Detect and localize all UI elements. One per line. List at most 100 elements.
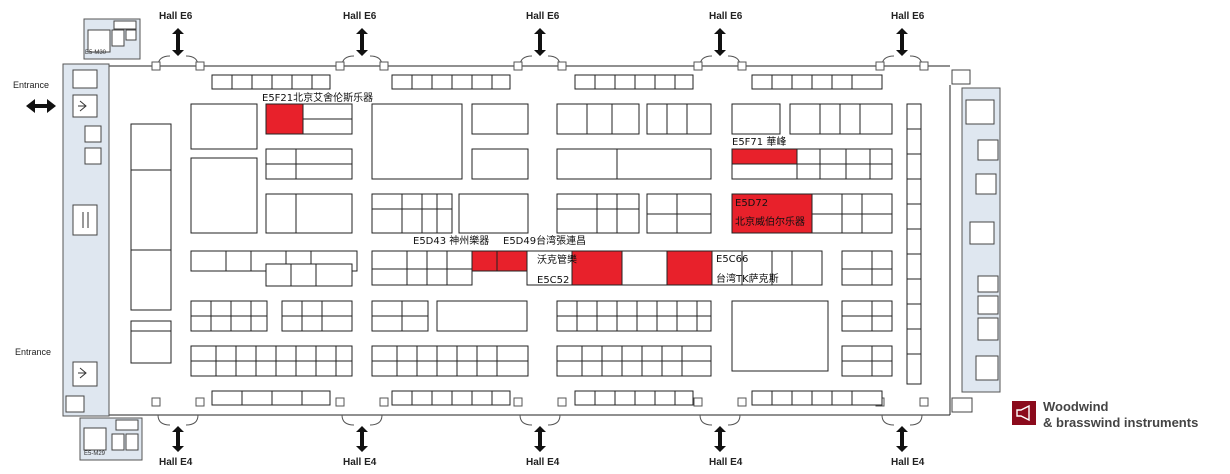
booth-outline <box>711 250 823 286</box>
double-arrow-icon <box>714 426 726 452</box>
booth-e5d49 <box>496 250 528 272</box>
booth-block <box>265 263 353 287</box>
booth-outline <box>906 103 922 385</box>
booth-block <box>556 193 640 234</box>
booth-outline <box>731 103 781 135</box>
booth-block <box>391 74 511 90</box>
booth-outline <box>556 193 640 234</box>
booth-block <box>646 193 712 234</box>
booth-e5c66 <box>666 250 713 286</box>
booth-block <box>190 157 258 234</box>
booth-label-e5d49: E5D49台湾張連昌 <box>503 236 587 247</box>
hall-label-top-5: Hall E6 <box>891 11 925 22</box>
booth-outline <box>130 320 172 364</box>
booth-block <box>556 300 712 332</box>
door-post-icon <box>557 61 567 71</box>
booth-outline <box>471 103 529 135</box>
door-post-icon <box>513 61 523 71</box>
booth-grid <box>130 74 922 406</box>
room-label-m30: E5-M30 <box>85 50 107 56</box>
booth-block <box>190 300 268 332</box>
booth-label-e5d72-code: E5D72 <box>735 198 769 209</box>
booth-outline <box>841 250 893 286</box>
booth-label-e5c66-name: 台湾TK萨克斯 <box>716 274 779 285</box>
booth-label-e5d43: E5D43 神州樂器 <box>413 236 490 247</box>
double-arrow-icon <box>534 426 546 452</box>
booth-label-e5f71: E5F71 華峰 <box>732 137 787 148</box>
door-post-icon <box>195 397 205 407</box>
booth-block <box>711 250 823 286</box>
legend-line-1: Woodwind <box>1043 399 1109 414</box>
booth-outline <box>471 148 529 180</box>
double-arrow-icon <box>172 426 184 452</box>
booth-block <box>391 390 511 406</box>
booth-block <box>574 390 694 406</box>
door-post-icon <box>557 397 567 407</box>
legend: Woodwind & brasswind instruments <box>1012 399 1227 433</box>
booth-block <box>841 250 893 286</box>
booth-outline <box>371 103 463 180</box>
booth-block <box>751 74 883 90</box>
booth-block <box>130 123 172 263</box>
booth-block <box>190 103 258 150</box>
hall-label-bottom-4: Hall E4 <box>709 457 743 468</box>
booth-label-e5c52-code: E5C52 <box>537 275 570 286</box>
booth-block <box>731 103 781 135</box>
booth-outline <box>371 193 453 234</box>
door-icon <box>341 414 383 426</box>
door-icon <box>881 414 923 426</box>
booth-block <box>265 193 353 234</box>
door-icon <box>341 55 383 67</box>
door-post-icon <box>513 397 523 407</box>
double-arrow-icon <box>534 28 546 56</box>
door-post-icon <box>737 61 747 71</box>
booth-block <box>371 345 529 377</box>
booth-outline <box>265 193 353 234</box>
booth-block <box>751 390 883 406</box>
booth-outline <box>391 390 511 406</box>
booth-outline <box>574 74 694 90</box>
booth-outline <box>371 250 473 286</box>
booth-outline <box>190 157 258 234</box>
entrance-label-left: Entrance <box>13 80 50 90</box>
door-post-icon <box>919 397 929 407</box>
booth-block <box>556 345 712 377</box>
booth-block <box>841 345 893 377</box>
booth-block <box>789 103 893 135</box>
booth-block <box>371 300 429 332</box>
small-room-bottom <box>79 417 143 461</box>
booth-outline <box>621 250 668 286</box>
door-post-icon <box>151 397 161 407</box>
booth-outline <box>789 103 893 135</box>
double-arrow-icon <box>356 426 368 452</box>
room-label-m29: E5-M29 <box>84 451 106 457</box>
booth-outline <box>556 103 640 135</box>
hall-label-top-1: Hall E6 <box>159 11 193 22</box>
booth-outline <box>574 390 694 406</box>
booth-block <box>371 103 463 180</box>
booth-label-e5c66-code: E5C66 <box>716 254 749 265</box>
booth-block <box>130 320 172 364</box>
booth-block <box>906 103 922 385</box>
double-arrow-icon <box>356 28 368 56</box>
booth-outline <box>436 300 528 332</box>
booth-block <box>471 103 529 135</box>
booth-block <box>190 345 353 377</box>
hall-label-bottom-1: Hall E4 <box>159 457 193 468</box>
door-post-icon <box>379 397 389 407</box>
booth-outline <box>130 249 172 311</box>
booth-block <box>281 300 353 332</box>
booth-outline <box>458 193 529 234</box>
booth-block <box>130 249 172 311</box>
hall-label-bottom-3: Hall E4 <box>526 457 560 468</box>
booth-block <box>211 74 331 90</box>
door-post-icon <box>919 61 929 71</box>
booth-outline <box>731 300 829 372</box>
door-icon <box>881 55 923 67</box>
booth-outline <box>211 74 331 90</box>
hall-label-bottom-2: Hall E4 <box>343 457 377 468</box>
double-arrow-icon <box>896 426 908 452</box>
entrance-arrow-icon <box>26 99 56 113</box>
booth-outline <box>265 263 353 287</box>
